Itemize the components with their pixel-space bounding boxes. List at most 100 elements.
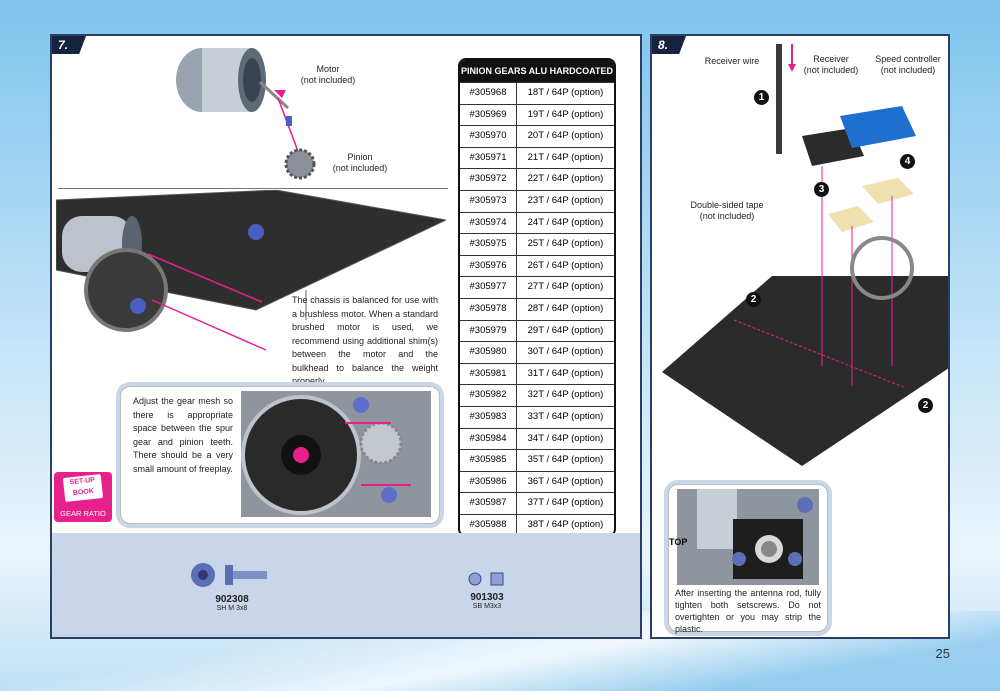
table-row: #305971 21T / 64P (option) (460, 146, 614, 169)
description-cell: 18T / 64P (option) (527, 87, 604, 98)
tape-label: Double-sided tape (not included) (690, 200, 764, 221)
table-row: #305969 19T / 64P (option) (460, 103, 614, 126)
table-row: #305981 31T / 64P (option) (460, 362, 614, 385)
table-row: #305968 18T / 64P (option) (460, 82, 614, 104)
gear-mesh-inset: Adjust the gear mesh so there is appropr… (120, 386, 440, 524)
table-row: #305972 22T / 64P (option) (460, 168, 614, 190)
part-number-cell: #305974 (460, 212, 517, 234)
description-cell: 20T / 64P (option) (527, 130, 604, 142)
description-cell: 23T / 64P (option) (527, 194, 604, 206)
part-number-cell: #305968 (460, 83, 517, 104)
step-7-panel: 7. Motor (not included) Pinion (not incl… (50, 34, 642, 639)
table-row: #305976 26T / 64P (option) (460, 254, 614, 277)
part-number-cell: #305971 (460, 147, 517, 169)
table-title: PINION GEARS ALU HARDCOATED (460, 60, 614, 82)
page-number: 25 (935, 646, 950, 661)
pinion-label: Pinion (not included) (332, 152, 388, 173)
step-number-4: 4 (900, 154, 915, 169)
part-901303: 901303 SB M3x3 (452, 571, 522, 610)
table-row: #305983 33T / 64P (option) (460, 405, 614, 428)
antenna-mount-illustration (677, 489, 819, 585)
part-code: 902308 (215, 594, 249, 605)
part-number-cell: #305976 (460, 255, 517, 277)
description-cell: 36T / 64P (option) (527, 475, 604, 487)
part-number-cell: #305980 (460, 342, 517, 363)
part-902308: 902308 SH M 3x8 (182, 561, 282, 612)
description-cell: 34T / 64P (option) (527, 432, 604, 444)
motor-label: Motor (not included) (300, 64, 356, 85)
table-row: #305982 32T / 64P (option) (460, 384, 614, 406)
antenna-caption: After inserting the antenna rod, fully t… (675, 588, 821, 634)
part-number-cell: #305970 (460, 126, 517, 147)
part-number-cell: #305969 (460, 104, 517, 126)
setscrew-icon (468, 572, 504, 586)
table-row: #305975 25T / 64P (option) (460, 233, 614, 255)
section-divider (58, 188, 448, 189)
step-number-2: 2 (746, 292, 761, 307)
table-row: #305986 36T / 64P (option) (460, 470, 614, 493)
description-cell: 32T / 64P (option) (527, 389, 604, 401)
description-cell: 37T / 64P (option) (527, 497, 604, 509)
screw-icon (191, 563, 267, 587)
part-number-cell: #305978 (460, 298, 517, 320)
table-row: #305985 35T / 64P (option) (460, 449, 614, 471)
part-number-cell: #305975 (460, 234, 517, 255)
part-number-cell: #305972 (460, 169, 517, 190)
step-number-3: 3 (814, 182, 829, 197)
gear-mesh-note: Adjust the gear mesh so there is appropr… (133, 396, 233, 474)
pinion-gears-table: PINION GEARS ALU HARDCOATED #305968 18T /… (458, 58, 616, 538)
spur-gear-illustration (241, 391, 431, 517)
part-number-cell: #305985 (460, 450, 517, 471)
setup-book-icon: SET-UP BOOK (62, 474, 104, 502)
part-number-cell: #305973 (460, 190, 517, 212)
parts-bar: 902308 SH M 3x8 901303 SB M3x3 (52, 533, 640, 637)
receiver-assembly-illustration (662, 44, 948, 466)
step-8-label: 8. (652, 36, 686, 54)
chassis-motor-illustration (56, 190, 446, 351)
step-7-label: 7. (52, 36, 86, 54)
receiver-label: Receiver (not included) (803, 54, 859, 75)
antenna-setscrew-inset: TOP After inserting the antenna rod, ful… (668, 484, 828, 634)
table-row: #305977 27T / 64P (option) (460, 276, 614, 298)
gear-ratio-label: GEAR RATIO (60, 509, 106, 518)
part-number-cell: #305982 (460, 385, 517, 406)
description-cell: 25T / 64P (option) (527, 238, 604, 250)
table-row: #305984 34T / 64P (option) (460, 427, 614, 450)
part-number-cell: #305981 (460, 363, 517, 385)
description-cell: 35T / 64P (option) (527, 454, 604, 466)
speed-controller-label: Speed controller (not included) (875, 54, 941, 75)
part-number-cell: #305986 (460, 471, 517, 493)
motor-illustration (176, 48, 316, 180)
part-number-cell: #305988 (460, 514, 517, 536)
part-number-cell: #305979 (460, 320, 517, 342)
description-cell: 24T / 64P (option) (527, 216, 604, 228)
description-cell: 38T / 64P (option) (527, 518, 604, 530)
description-cell: 22T / 64P (option) (527, 173, 604, 185)
description-cell: 21T / 64P (option) (527, 151, 604, 163)
step-8-panel: 8. Receiver wire Receiver (not included)… (650, 34, 950, 639)
part-number-cell: #305977 (460, 277, 517, 298)
description-cell: 27T / 64P (option) (527, 281, 604, 293)
part-code: 901303 (470, 592, 504, 603)
description-cell: 19T / 64P (option) (527, 108, 604, 120)
table-row: #305988 38T / 64P (option) (460, 513, 614, 536)
setup-book-badge[interactable]: SET-UP BOOK GEAR RATIO (54, 472, 112, 522)
table-body: #305968 18T / 64P (option) #305969 19T / 64… (460, 82, 614, 536)
chassis-note: The chassis is balanced for use with a b… (292, 295, 438, 386)
description-cell: 33T / 64P (option) (527, 410, 604, 422)
description-cell: 31T / 64P (option) (527, 367, 604, 379)
description-cell: 28T / 64P (option) (527, 302, 604, 314)
description-cell: 26T / 64P (option) (527, 259, 604, 271)
step-number-1: 1 (754, 90, 769, 105)
receiver-wire-label: Receiver wire (704, 56, 760, 66)
table-row: #305973 23T / 64P (option) (460, 189, 614, 212)
part-number-cell: #305984 (460, 428, 517, 450)
part-number-cell: #305983 (460, 406, 517, 428)
part-desc: SH M 3x8 (216, 605, 248, 612)
part-desc: SB M3x3 (472, 603, 502, 610)
top-marker: TOP (669, 537, 688, 547)
step-number-2b: 2 (918, 398, 933, 413)
